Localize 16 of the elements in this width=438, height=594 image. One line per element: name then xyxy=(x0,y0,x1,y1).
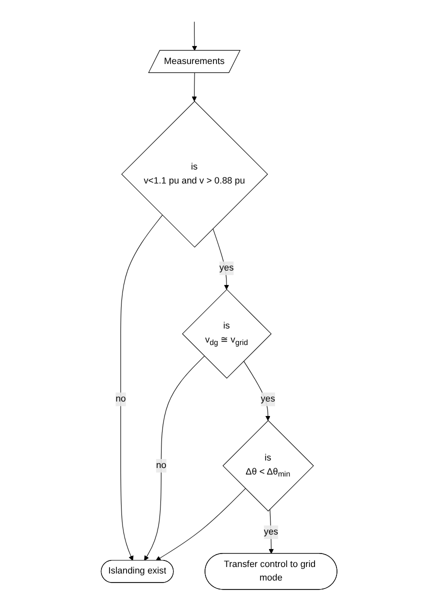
arrow xyxy=(156,488,246,561)
node-diamond: is v$_{dg}$ ≅ v$_{grid}$ xyxy=(182,289,272,379)
edge-label: yes xyxy=(219,263,234,273)
edge-label: no xyxy=(116,394,126,404)
edge-label: yes xyxy=(260,394,275,404)
arrow xyxy=(212,228,229,290)
node-diamond: is Δθ < Δθ$_{min}$ xyxy=(222,420,314,512)
node-diamond: is v<1.1 pu and v > 0.88 pu xyxy=(121,100,268,248)
edge-label: no xyxy=(156,460,166,470)
arrow xyxy=(243,360,270,421)
arrow xyxy=(120,214,162,561)
arrow xyxy=(268,508,274,554)
arrow xyxy=(192,21,197,51)
edge-label: yes xyxy=(264,527,278,537)
arrow xyxy=(192,72,197,102)
arrow xyxy=(144,356,205,561)
